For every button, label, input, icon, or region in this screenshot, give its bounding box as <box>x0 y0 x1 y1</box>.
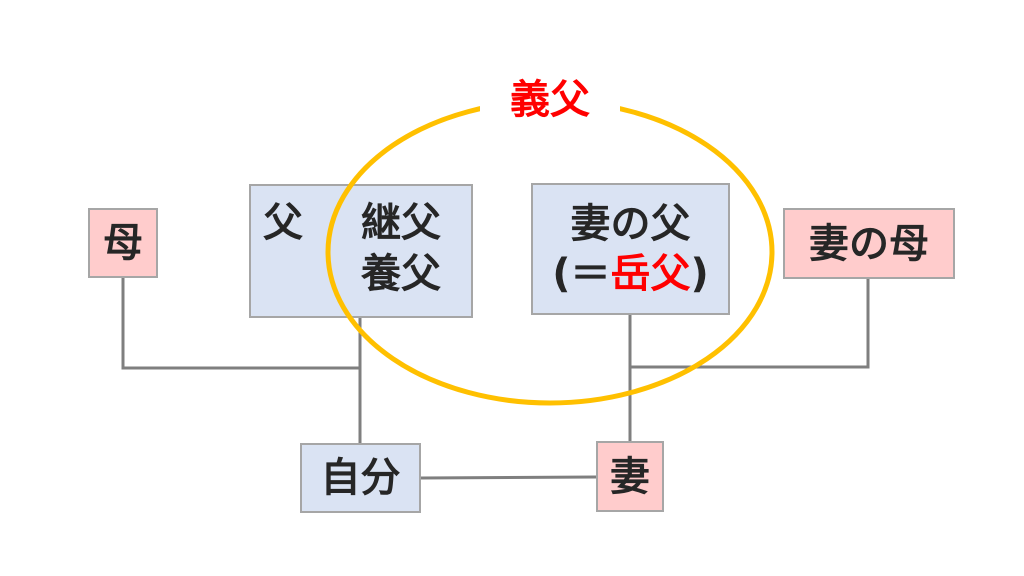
wife-box: 妻 <box>596 441 664 512</box>
step-adoptive-father-labels: 継父 養父 <box>361 198 441 300</box>
father-in-law-line: (＝岳父) <box>552 249 709 299</box>
highlight-label: 義父 <box>480 74 620 126</box>
self-box: 自分 <box>300 443 421 513</box>
wife-mother-label: 妻の母 <box>809 220 929 267</box>
father-label: 父 <box>263 200 303 246</box>
mother-label: 母 <box>103 220 143 266</box>
father-box: 父 継父 養父 <box>249 184 473 318</box>
wife-father-label: 妻の父 <box>570 201 691 247</box>
father-in-law-emphasis: 岳父 <box>610 251 691 297</box>
mother-connector <box>121 278 360 370</box>
wife-father-box: 妻の父 (＝岳父) <box>531 183 730 315</box>
marriage-connector <box>420 475 597 480</box>
wife-label: 妻 <box>610 453 650 500</box>
stepfather-label: 継父 <box>361 200 441 246</box>
self-label: 自分 <box>320 455 401 501</box>
wife-mother-box: 妻の母 <box>783 208 955 279</box>
paren-open: (＝ <box>552 251 611 297</box>
mother-box: 母 <box>88 208 158 278</box>
paren-close: ) <box>690 251 709 297</box>
adoptive-father-label: 養父 <box>361 251 441 298</box>
